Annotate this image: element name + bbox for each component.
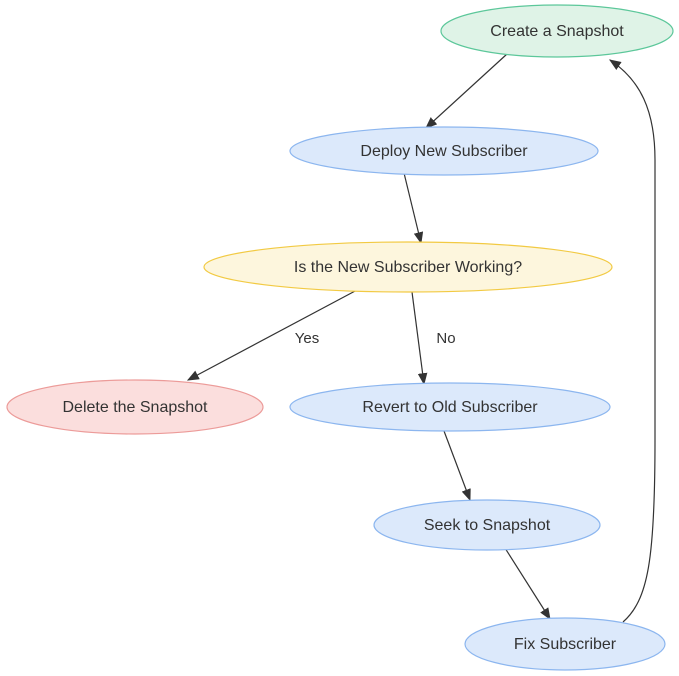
node-shape-fix-subscriber[interactable]	[464, 617, 666, 671]
node-is-new-subscriber-working[interactable]: Is the New Subscriber Working?	[203, 241, 613, 293]
edge-revert-to-seek	[443, 430, 471, 502]
node-revert-to-old-subscriber[interactable]: Revert to Old Subscriber	[289, 382, 611, 432]
edge-deploy-to-working	[403, 172, 424, 245]
node-shape-deploy-new-subscriber[interactable]	[289, 126, 599, 176]
node-deploy-new-subscriber[interactable]: Deploy New Subscriber	[289, 126, 599, 176]
edges-layer	[186, 53, 656, 623]
node-shape-seek-to-snapshot[interactable]	[373, 499, 601, 551]
edge-working-to-delete	[186, 289, 358, 381]
node-shape-is-new-subscriber-working[interactable]	[203, 241, 613, 293]
node-create-snapshot[interactable]: Create a Snapshot	[440, 4, 674, 58]
node-fix-subscriber[interactable]: Fix Subscriber	[464, 617, 666, 671]
node-seek-to-snapshot[interactable]: Seek to Snapshot	[373, 499, 601, 551]
edge-fix-to-create	[609, 59, 656, 623]
edge-seek-to-fix	[504, 547, 551, 621]
edge-create-to-deploy	[425, 53, 508, 129]
node-delete-the-snapshot[interactable]: Delete the Snapshot	[6, 379, 264, 435]
edge-labels-layer: Yes No	[295, 330, 456, 347]
edge-label-no: No	[436, 330, 455, 347]
node-shape-revert-to-old-subscriber[interactable]	[289, 382, 611, 432]
edge-working-to-revert	[411, 291, 428, 386]
node-shape-delete-the-snapshot[interactable]	[6, 379, 264, 435]
node-shape-create-snapshot[interactable]	[440, 4, 674, 58]
edge-label-yes: Yes	[295, 330, 319, 347]
